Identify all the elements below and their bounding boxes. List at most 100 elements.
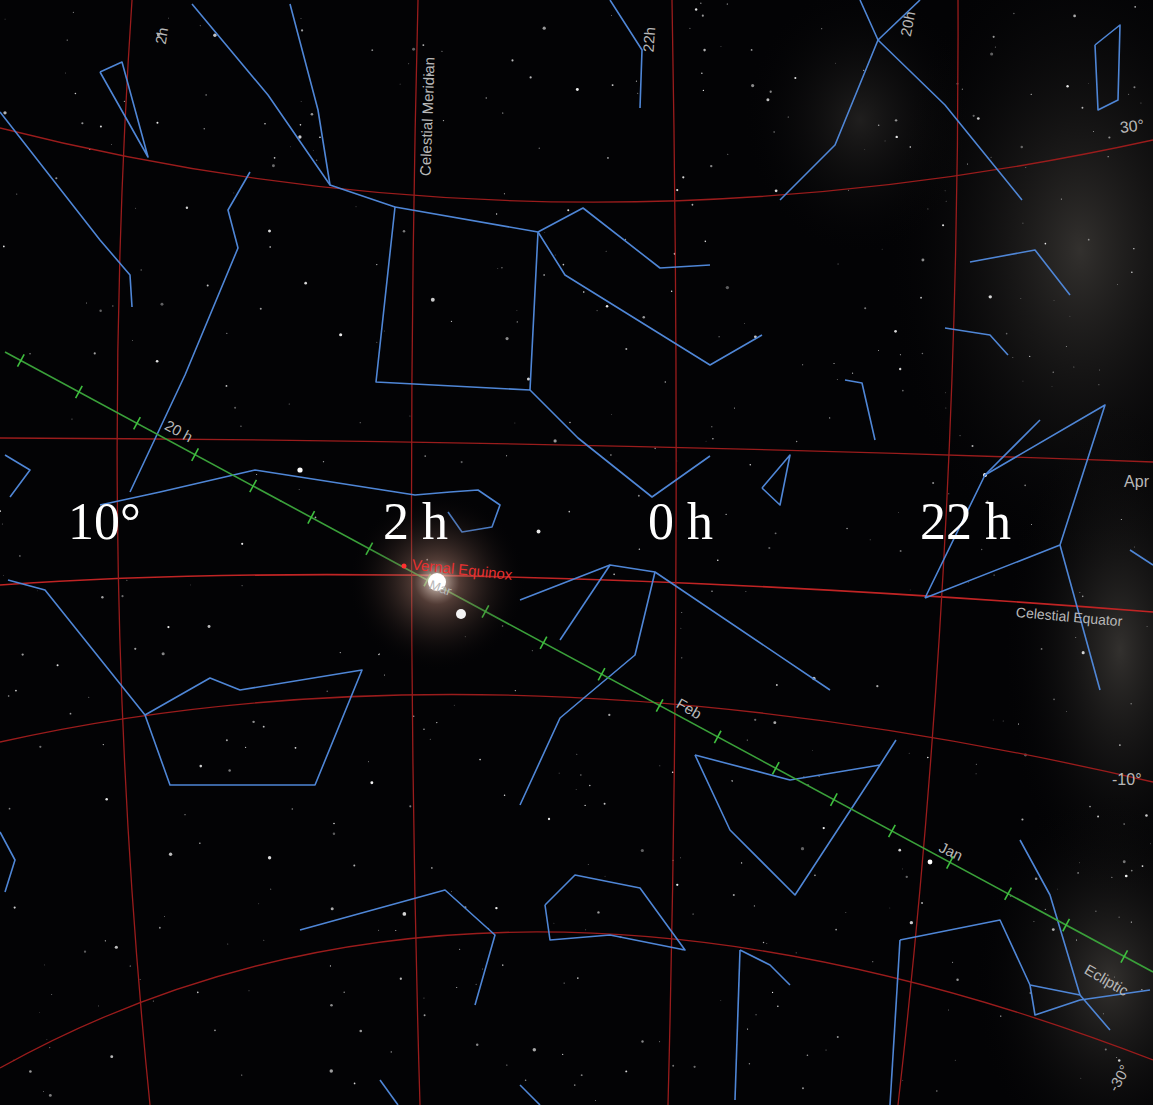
star bbox=[226, 385, 228, 387]
star bbox=[992, 719, 994, 721]
star bbox=[502, 964, 504, 966]
star bbox=[945, 407, 947, 409]
star bbox=[676, 189, 678, 191]
star bbox=[920, 297, 922, 299]
ecliptic-tick bbox=[772, 762, 779, 774]
star bbox=[921, 258, 924, 261]
star bbox=[1075, 637, 1077, 639]
star bbox=[812, 750, 814, 752]
star bbox=[894, 330, 897, 333]
star bbox=[909, 589, 911, 591]
star bbox=[1053, 372, 1054, 373]
star bbox=[754, 719, 756, 721]
star bbox=[562, 1054, 563, 1055]
star bbox=[443, 120, 444, 121]
star bbox=[642, 316, 645, 319]
star bbox=[835, 62, 837, 64]
star bbox=[901, 868, 903, 870]
star bbox=[1146, 626, 1148, 628]
star bbox=[922, 353, 924, 355]
star bbox=[932, 482, 934, 484]
star bbox=[258, 903, 260, 905]
star bbox=[159, 927, 161, 929]
star bbox=[872, 961, 873, 962]
star bbox=[837, 1036, 839, 1038]
star bbox=[168, 17, 170, 19]
star bbox=[430, 739, 431, 740]
ecliptic-tick bbox=[598, 668, 605, 680]
star bbox=[413, 715, 415, 717]
star bbox=[263, 726, 265, 728]
star bbox=[625, 1070, 627, 1072]
star bbox=[84, 951, 86, 953]
dec-label: -10° bbox=[1112, 772, 1142, 788]
ecliptic-tick bbox=[76, 386, 83, 398]
star bbox=[1097, 816, 1099, 818]
star bbox=[504, 193, 505, 194]
star bbox=[459, 949, 460, 950]
star bbox=[124, 101, 125, 102]
star bbox=[672, 771, 674, 773]
star bbox=[1066, 346, 1067, 347]
star bbox=[517, 321, 518, 322]
star bbox=[29, 353, 31, 355]
star bbox=[567, 209, 569, 211]
star bbox=[802, 364, 803, 365]
star bbox=[766, 942, 768, 944]
star bbox=[1012, 357, 1014, 359]
star bbox=[333, 823, 335, 825]
star bbox=[594, 1099, 596, 1101]
star bbox=[98, 1005, 100, 1007]
star bbox=[354, 1083, 356, 1085]
star bbox=[190, 584, 192, 586]
star bbox=[654, 448, 656, 450]
star bbox=[898, 849, 901, 852]
star bbox=[692, 204, 694, 206]
star bbox=[837, 263, 839, 265]
star bbox=[46, 1039, 48, 1041]
star bbox=[353, 864, 355, 866]
star bbox=[431, 867, 433, 869]
star bbox=[897, 512, 899, 514]
star bbox=[889, 907, 891, 909]
star bbox=[731, 780, 733, 782]
hour-label: 10° bbox=[68, 496, 141, 548]
star bbox=[370, 781, 373, 784]
star bbox=[475, 983, 477, 985]
star bbox=[747, 739, 748, 740]
star bbox=[44, 964, 46, 966]
star bbox=[612, 84, 614, 86]
star bbox=[836, 379, 838, 381]
star bbox=[981, 549, 982, 550]
star bbox=[639, 548, 640, 549]
star bbox=[130, 966, 131, 967]
star bbox=[665, 381, 666, 382]
ecliptic-tick bbox=[134, 417, 141, 429]
star bbox=[531, 650, 533, 652]
star bbox=[1123, 860, 1126, 863]
ecliptic-tick bbox=[1063, 919, 1070, 931]
star bbox=[319, 136, 321, 138]
ecliptic-tick bbox=[831, 793, 838, 805]
star bbox=[395, 930, 396, 931]
star bbox=[8, 695, 10, 697]
star bbox=[788, 116, 789, 117]
star bbox=[1022, 380, 1024, 382]
star bbox=[835, 929, 837, 931]
star bbox=[710, 165, 712, 167]
dec-label: 30° bbox=[1119, 118, 1145, 136]
star bbox=[502, 112, 503, 113]
star bbox=[67, 40, 68, 41]
star bbox=[693, 913, 694, 914]
star bbox=[197, 992, 199, 994]
star bbox=[611, 413, 613, 415]
star bbox=[103, 744, 104, 745]
star bbox=[343, 991, 344, 992]
star bbox=[1103, 1013, 1104, 1014]
star bbox=[993, 574, 994, 575]
star bbox=[1082, 651, 1085, 654]
star bbox=[1053, 698, 1055, 700]
star bbox=[611, 15, 613, 17]
star bbox=[408, 63, 410, 65]
